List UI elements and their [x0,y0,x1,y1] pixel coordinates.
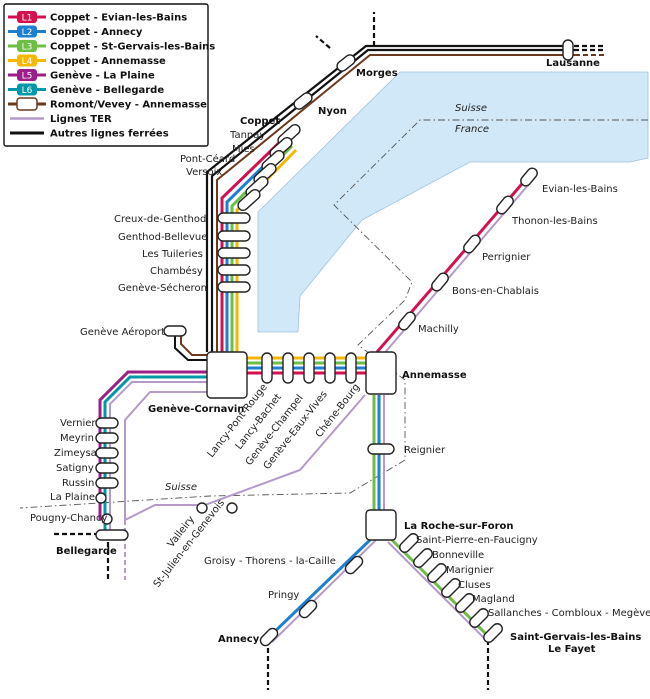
label-perrignier: Perrignier [482,252,531,263]
label-bellegarde: Bellegarde [56,546,117,557]
label-geneve-aeroport: Genève Aéroport [80,326,165,338]
label-reignier: Reignier [404,445,446,456]
label-annecy: Annecy [218,634,260,645]
legend-label: Coppet - Evian-les-Bains [50,13,187,24]
legend-label: Coppet - Annemasse [50,56,166,67]
legend-code: RE [21,101,33,111]
label-pont-ceard: Pont-Céard [180,153,235,165]
legend-code: L5 [22,72,33,82]
hub-la-roche [365,509,397,541]
label-la-plaine: La Plaine [50,492,95,503]
lake-geneva [257,71,649,333]
label-tannay: Tannay [229,130,265,141]
legend-label: Autres lignes ferrées [50,128,169,140]
label-france-north: France [455,124,489,135]
label-magland: Magland [472,594,515,605]
label-coppet: Coppet [240,116,280,127]
line-re [216,54,605,352]
other-rail-lines [54,12,605,690]
label-geneve-secheron: Genève-Sécheron [118,282,207,294]
legend-item-l2: L2 Coppet - Annecy [8,25,143,38]
legend-label: Genève - Bellegarde [50,84,164,96]
label-nyon: Nyon [318,106,347,117]
label-sallanches: Sallanches - Combloux - Megève [488,607,650,619]
legend-item-other: Autres lignes ferrées [10,128,169,140]
legend-code: L2 [22,28,33,38]
label-la-roche: La Roche-sur-Foron [404,521,514,532]
label-suisse-north: Suisse [455,103,487,114]
label-russin: Russin [62,478,94,489]
national-border [19,119,648,509]
label-satigny: Satigny [56,463,94,474]
label-les-tuileries: Les Tuileries [142,249,203,260]
label-morges: Morges [356,68,398,79]
legend-label: Romont/Vevey - Annemasse [50,100,207,111]
ter-valleiry [124,391,366,522]
label-groisy: Groisy - Thorens - la-Caille [204,556,336,567]
label-marignier: Marignier [446,565,494,576]
line-l2-annecy [266,538,372,640]
label-le-fayet: Le Fayet [548,644,596,655]
label-mies: Mies [232,144,255,155]
label-suisse-south: Suisse [165,482,197,493]
airport-spur [174,332,208,361]
label-st-gervais: Saint-Gervais-les-Bains [510,632,641,643]
label-geneve-cornavin: Genève-Cornavin [148,403,244,415]
legend-code: L6 [22,86,33,96]
label-genthod-bellevue: Genthod-Bellevue [118,232,207,243]
label-thonon: Thonon-les-Bains [511,216,598,227]
hub-geneve-cornavin [206,351,248,399]
legend-item-l3: L3 Coppet - St-Gervais-les-Bains [8,40,215,53]
hub-annemasse [365,351,397,395]
label-vernier: Vernier [60,418,96,429]
label-creux-de-genthod: Creux-de-Genthod [114,214,206,225]
legend-code: L1 [22,14,33,24]
label-st-julien: St-Julien-en-Genevois [152,498,227,590]
label-zimeysa: Zimeysa [54,448,97,459]
legend-code: L3 [22,43,33,53]
label-bonneville: Bonneville [432,550,484,561]
label-bons-en-chablais: Bons-en-Chablais [452,286,539,297]
label-annemasse: Annemasse [402,370,467,381]
label-versoix: Versoix [186,167,222,178]
legend-item-l4: L4 Coppet - Annemasse [8,54,166,67]
legend-item-l1: L1 Coppet - Evian-les-Bains [8,11,187,24]
legend-item-l5: L5 Genève - La Plaine [8,69,155,82]
legend-label: Lignes TER [50,114,112,125]
label-evian: Evian-les-Bains [542,184,618,195]
label-meyrin: Meyrin [60,433,94,444]
label-st-pierre: Saint-Pierre-en-Faucigny [416,535,538,546]
station-markers [95,39,574,647]
legend-label: Coppet - Annecy [50,27,143,38]
legend-code: L4 [22,57,33,67]
legend-label: Coppet - St-Gervais-les-Bains [50,42,215,53]
legend-item-re: RE Romont/Vevey - Annemasse [8,97,207,111]
legend-label: Genève - La Plaine [50,70,155,82]
legend-item-l6: L6 Genève - Bellegarde [8,83,164,96]
label-pougny-chancy: Pougny-Chancy [30,513,107,524]
legend-item-ter: Lignes TER [10,114,112,125]
label-machilly: Machilly [418,324,459,335]
label-lausanne: Lausanne [546,58,600,69]
label-cluses: Cluses [458,580,491,591]
label-chambesy: Chambésy [150,265,203,277]
label-pringy: Pringy [268,590,299,601]
